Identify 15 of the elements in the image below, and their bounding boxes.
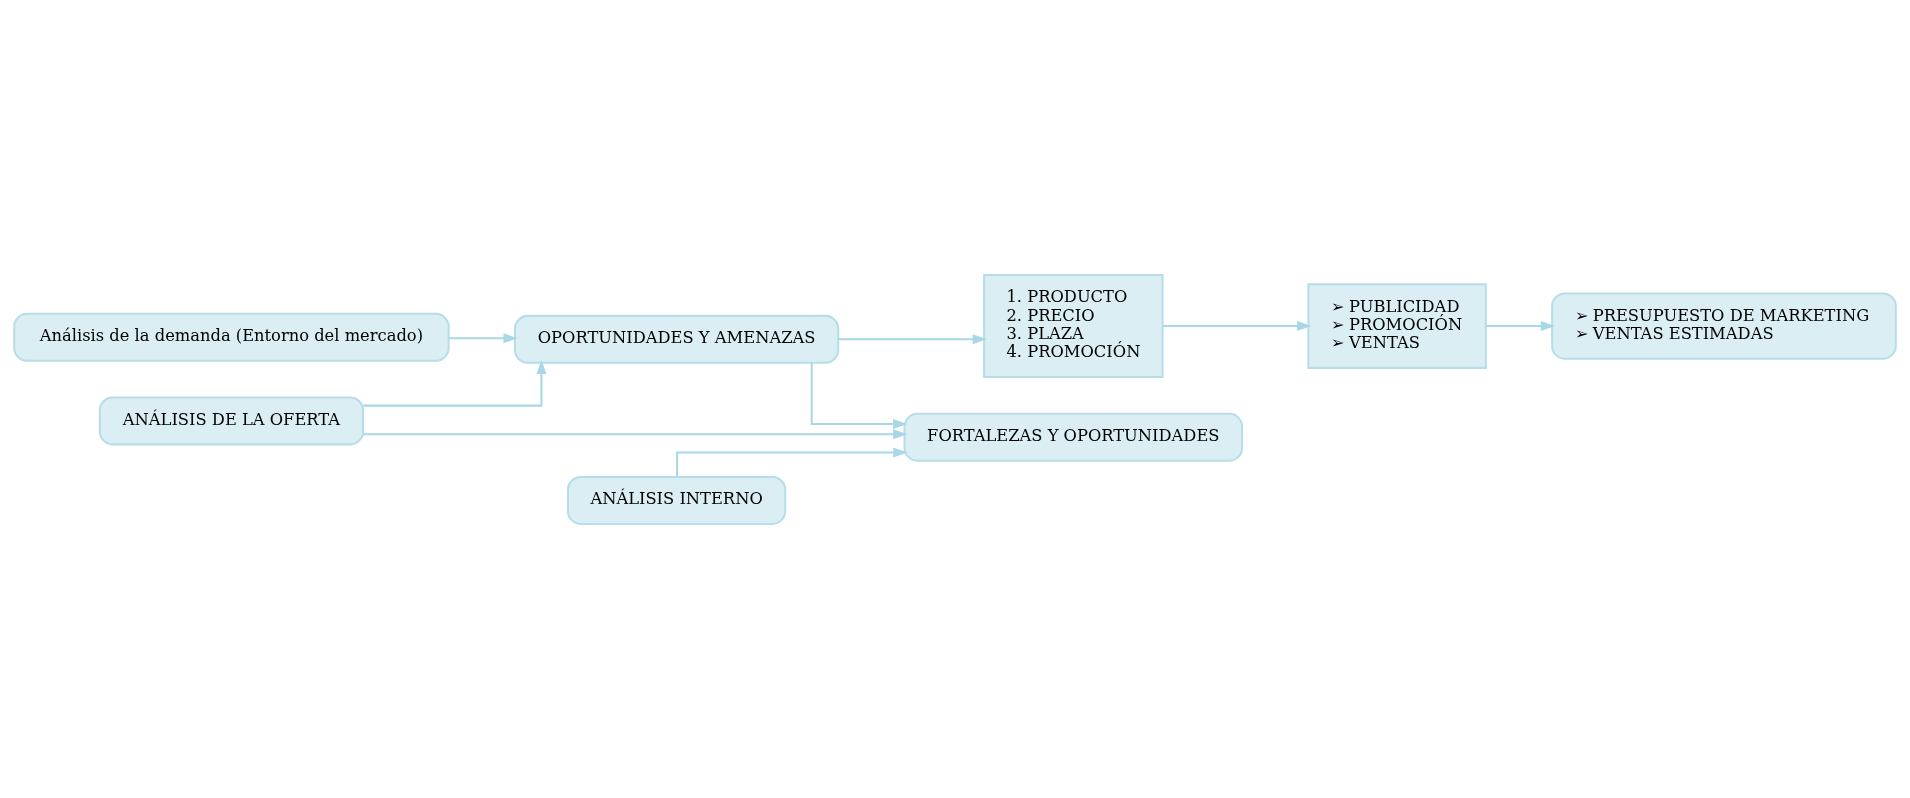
node-box: ANÁLISIS INTERNO [566,475,787,525]
node-box: Análisis de la demanda (Entorno del mercado) [13,312,450,362]
arrow [838,333,987,344]
node-box: FORTALEZAS Y OPORTUNIDADES [903,412,1244,462]
arrow [363,359,547,407]
node-box: ➢ PRESUPUESTO DE MARKETING ➢ VENTAS ESTIMADAS [1551,291,1897,360]
node-box: ➢ PUBLICIDAD ➢ PROMOCIÓN ➢ VENTAS [1307,282,1487,369]
arrow [1162,320,1312,331]
arrow [448,332,518,343]
node-box: 1. PRODUCTO 2. PRECIO 3. PLAZA 4. PROMOCIÓN [983,273,1164,378]
node-box: OPORTUNIDADES Y AMENAZAS [513,314,840,364]
node-box: ANÁLISIS DE LA OFERTA [98,395,364,445]
arrow [1486,320,1556,331]
arrow [810,362,908,429]
arrow [363,428,908,439]
